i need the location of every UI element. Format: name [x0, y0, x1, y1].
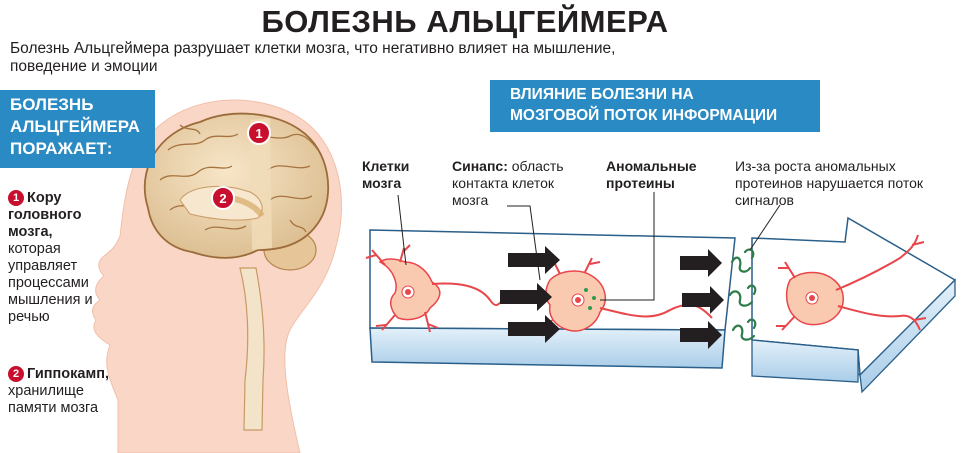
page-title: БОЛЕЗНЬ АЛЬЦГЕЙМЕРА: [261, 4, 669, 39]
neuron-icon-right: [776, 234, 927, 331]
impact-line-2: МОЗГОВОЙ ПОТОК ИНФОРМАЦИИ: [510, 107, 778, 124]
brain-illustration: [143, 112, 330, 259]
affects-line-2: АЛЬЦГЕЙМЕРА: [10, 117, 140, 136]
label-abnormal-proteins: Аномальные протеины: [606, 158, 697, 191]
synapse-description: область контакта клеток мозга: [452, 158, 564, 208]
svg-text:1: 1: [255, 126, 262, 141]
neuron-icon-synapse: [535, 257, 713, 337]
part-name: Гиппокамп,: [27, 366, 109, 382]
label-synapse: Синапс: область контакта клеток мозга: [452, 158, 592, 209]
affects-line-1: БОЛЕЗНЬ: [10, 95, 94, 114]
label-signal-disruption: Из-за роста аномальных протеинов нарушае…: [735, 158, 923, 208]
brain-marker-1: 1: [247, 121, 271, 145]
impact-line-1: ВЛИЯНИЕ БОЛЕЗНИ НА: [510, 86, 694, 103]
label-leader-lines: [397, 192, 781, 301]
label-brain-cells: Клетки мозга: [362, 158, 410, 191]
page-subtitle: Болезнь Альцгеймера разрушает клетки моз…: [10, 40, 616, 75]
signal-stream-right: [751, 216, 957, 394]
arrow-icon: [500, 246, 724, 349]
number-badge: 2: [8, 366, 24, 382]
number-badge: 1: [8, 190, 24, 206]
protein-icon: [728, 248, 757, 341]
synapse-term: Синапс:: [452, 158, 508, 174]
part-name: Кору головного мозга,: [8, 190, 82, 240]
part-description: хранилище памяти мозга: [8, 383, 99, 416]
brain-stem: [239, 267, 265, 431]
affects-line-3: ПОРАЖАЕТ:: [10, 139, 113, 158]
svg-text:2: 2: [219, 191, 226, 206]
part-description: которая управляет процессами мышления и …: [8, 241, 93, 325]
affects-box: БОЛЕЗНЬ АЛЬЦГЕЙМЕРА ПОРАЖАЕТ:: [0, 90, 155, 168]
impact-box: ВЛИЯНИЕ БОЛЕЗНИ НА МОЗГОВОЙ ПОТОК ИНФОРМ…: [490, 80, 820, 132]
brain-marker-2: 2: [211, 186, 235, 210]
